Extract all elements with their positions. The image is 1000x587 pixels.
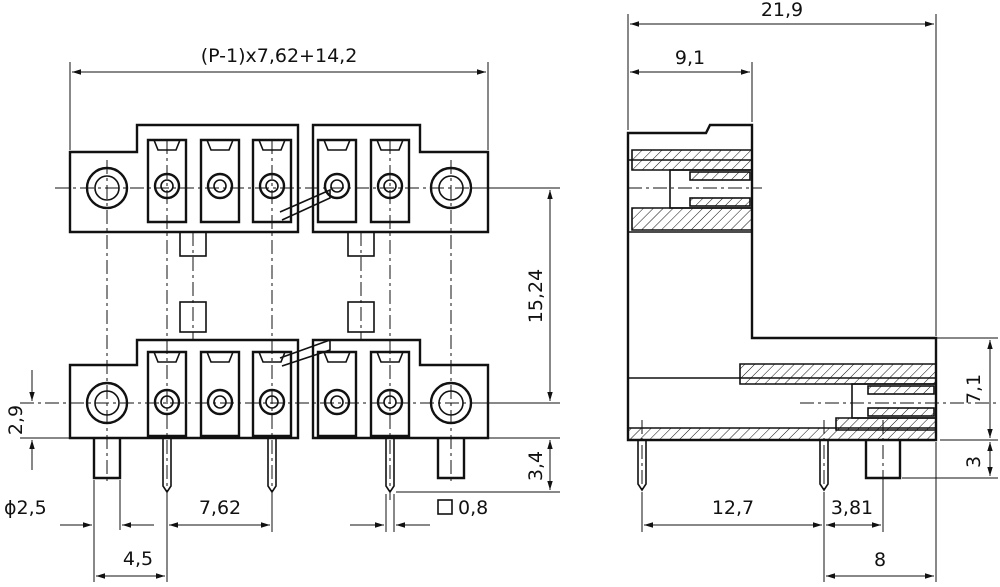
contact-row-lower: [146, 350, 411, 438]
front-view: [20, 123, 492, 500]
dim-pin-length: 3,4: [525, 451, 547, 481]
dim-post-offset: 4,5: [123, 548, 153, 570]
dim-side-bottom: 8: [874, 549, 886, 571]
front-dimensions: (P-1)x7,62+14,2 15,24 2,9 3,4 ϕ2,5 7,62: [4, 45, 560, 582]
contact-row-upper: [146, 138, 411, 224]
dim-row-spacing: 15,24: [525, 269, 547, 323]
dim-pitch: 7,62: [199, 497, 241, 519]
dim-side-pin: 3: [963, 456, 985, 468]
dim-side-upper: 9,1: [675, 47, 705, 69]
dim-side-pin-offset: 3,81: [831, 497, 873, 519]
side-dimensions: 21,9 9,1 7,1 3 12,7 3,81 8: [627, 0, 998, 582]
dim-hole-offset: 2,9: [5, 405, 27, 435]
dim-side-width: 21,9: [761, 0, 803, 21]
dim-side-height: 7,1: [963, 374, 985, 404]
dim-overall-width: (P-1)x7,62+14,2: [201, 45, 358, 67]
dim-hole-diameter: ϕ2,5: [4, 497, 47, 519]
side-view: [626, 123, 998, 500]
dim-pin-square: 0,8: [458, 497, 488, 519]
pins: [92, 438, 466, 494]
dim-side-pin-spacing: 12,7: [712, 497, 754, 519]
